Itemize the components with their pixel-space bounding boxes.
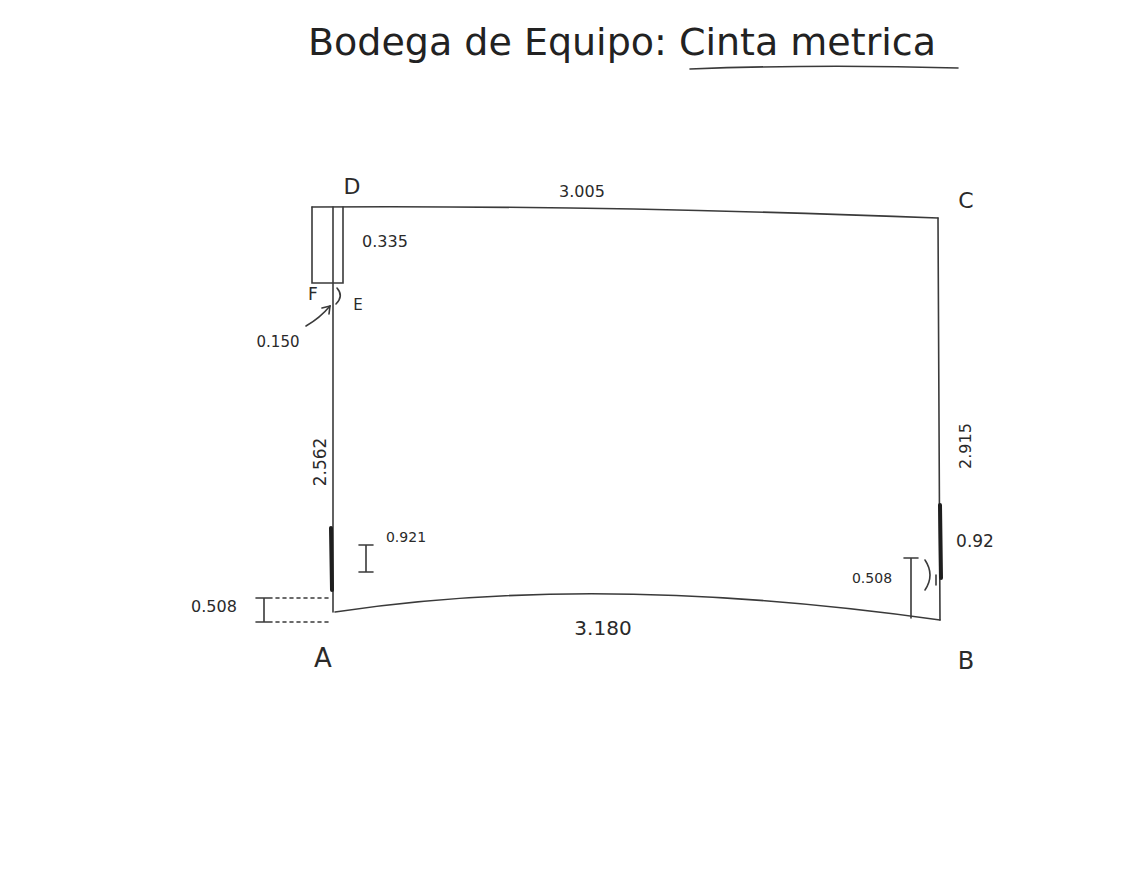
point-letter: F [308, 286, 318, 303]
sheet-title: Bodega de Equipo: Cinta metrica [308, 23, 936, 61]
dimension-bracket [256, 598, 272, 622]
dimension-value: 2.915 [958, 423, 974, 469]
column-outline [312, 207, 343, 283]
dimension-value: 0.508 [191, 599, 237, 615]
wall-line [938, 218, 940, 620]
sketch-mark [925, 560, 936, 590]
point-letter: D [344, 176, 361, 198]
arrow-head [322, 306, 330, 314]
dimension-value: 2.562 [312, 438, 329, 487]
dimension-value: 0.335 [362, 234, 408, 250]
dimension-bracket [904, 558, 918, 618]
extension-line [276, 598, 328, 622]
point-letter: C [958, 190, 973, 212]
offset-bracket [336, 288, 340, 304]
wall-line [335, 594, 940, 620]
dimension-value: 0.921 [386, 530, 426, 544]
dimension-value: 0.92 [956, 533, 994, 550]
dimension-bracket [359, 545, 373, 572]
leader-line [306, 306, 330, 326]
point-letter: A [314, 645, 332, 671]
door-mark [331, 528, 332, 590]
dimension-value: 3.005 [559, 184, 605, 200]
wall-line [312, 207, 938, 218]
title-underline [690, 66, 958, 69]
dimension-value: 0.508 [852, 571, 892, 585]
point-letter: B [958, 649, 974, 673]
dimension-value: 0.150 [257, 335, 300, 350]
point-letter: E [353, 298, 362, 313]
dimension-value: 3.180 [574, 618, 631, 638]
door-mark [940, 505, 941, 578]
